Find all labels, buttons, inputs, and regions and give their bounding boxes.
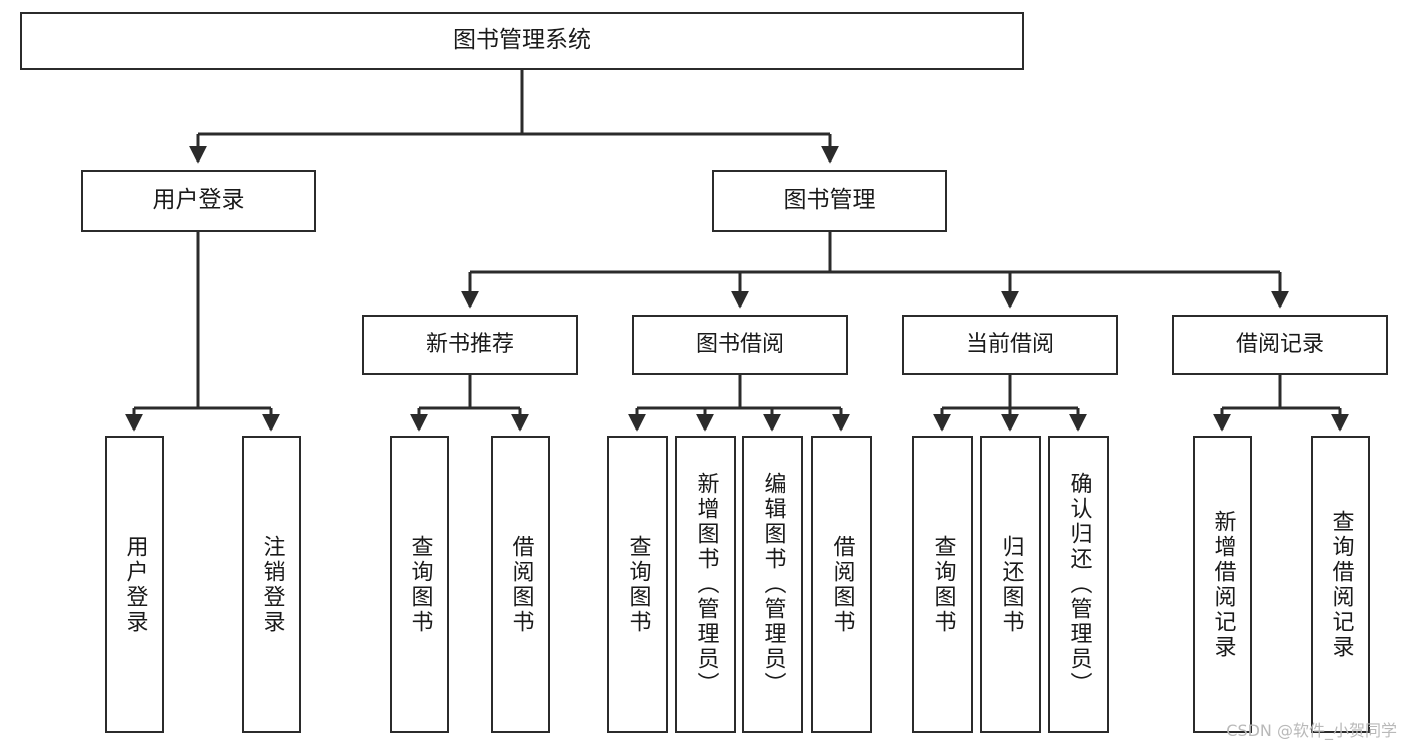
node-label: 查询图书 xyxy=(930,534,956,635)
node-label: 借阅图书 xyxy=(829,534,855,635)
leaf-current-return-book[interactable]: 归还图书 xyxy=(980,436,1041,733)
leaf-borrow-borrow-book[interactable]: 借阅图书 xyxy=(811,436,872,733)
node-label: 借阅图书 xyxy=(508,534,534,635)
leaf-records-add-record[interactable]: 新增借阅记录 xyxy=(1193,436,1252,733)
leaf-borrow-edit-book-admin[interactable]: 编辑图书（管理员） xyxy=(742,436,803,733)
node-book-management[interactable]: 图书管理 xyxy=(712,170,947,232)
node-new-book-recommend[interactable]: 新书推荐 xyxy=(362,315,578,375)
leaf-recommend-query-book[interactable]: 查询图书 xyxy=(390,436,449,733)
node-label: 确认归还（管理员） xyxy=(1066,472,1092,697)
node-label: 查询借阅记录 xyxy=(1328,509,1354,660)
leaf-user-login-logout[interactable]: 注销登录 xyxy=(242,436,301,733)
leaf-current-query-book[interactable]: 查询图书 xyxy=(912,436,973,733)
node-label: 查询图书 xyxy=(407,534,433,635)
node-label: 图书管理 xyxy=(783,187,876,214)
node-label: 借阅记录 xyxy=(1235,331,1324,357)
node-label: 图书借阅 xyxy=(695,331,784,357)
leaf-borrow-query-book[interactable]: 查询图书 xyxy=(607,436,668,733)
node-label: 编辑图书（管理员） xyxy=(760,472,786,697)
leaf-borrow-add-book-admin[interactable]: 新增图书（管理员） xyxy=(675,436,736,733)
node-label: 图书管理系统 xyxy=(453,27,591,54)
node-user-login[interactable]: 用户登录 xyxy=(81,170,316,232)
node-label: 新书推荐 xyxy=(425,331,514,357)
node-label: 归还图书 xyxy=(998,534,1024,635)
node-label: 当前借阅 xyxy=(965,331,1054,357)
node-label: 新增图书（管理员） xyxy=(693,472,719,697)
node-current-borrow[interactable]: 当前借阅 xyxy=(902,315,1118,375)
node-root-book-management-system[interactable]: 图书管理系统 xyxy=(20,12,1024,70)
leaf-recommend-borrow-book[interactable]: 借阅图书 xyxy=(491,436,550,733)
node-label: 用户登录 xyxy=(152,187,245,214)
node-label: 用户登录 xyxy=(122,534,148,635)
node-label: 注销登录 xyxy=(259,534,285,635)
leaf-records-query-record[interactable]: 查询借阅记录 xyxy=(1311,436,1370,733)
leaf-current-confirm-return-admin[interactable]: 确认归还（管理员） xyxy=(1048,436,1109,733)
node-label: 新增借阅记录 xyxy=(1210,509,1236,660)
watermark: CSDN @软件_小贺同学 xyxy=(1226,721,1397,740)
node-book-borrow[interactable]: 图书借阅 xyxy=(632,315,848,375)
node-label: 查询图书 xyxy=(625,534,651,635)
leaf-user-login-login[interactable]: 用户登录 xyxy=(105,436,164,733)
node-borrow-records[interactable]: 借阅记录 xyxy=(1172,315,1388,375)
